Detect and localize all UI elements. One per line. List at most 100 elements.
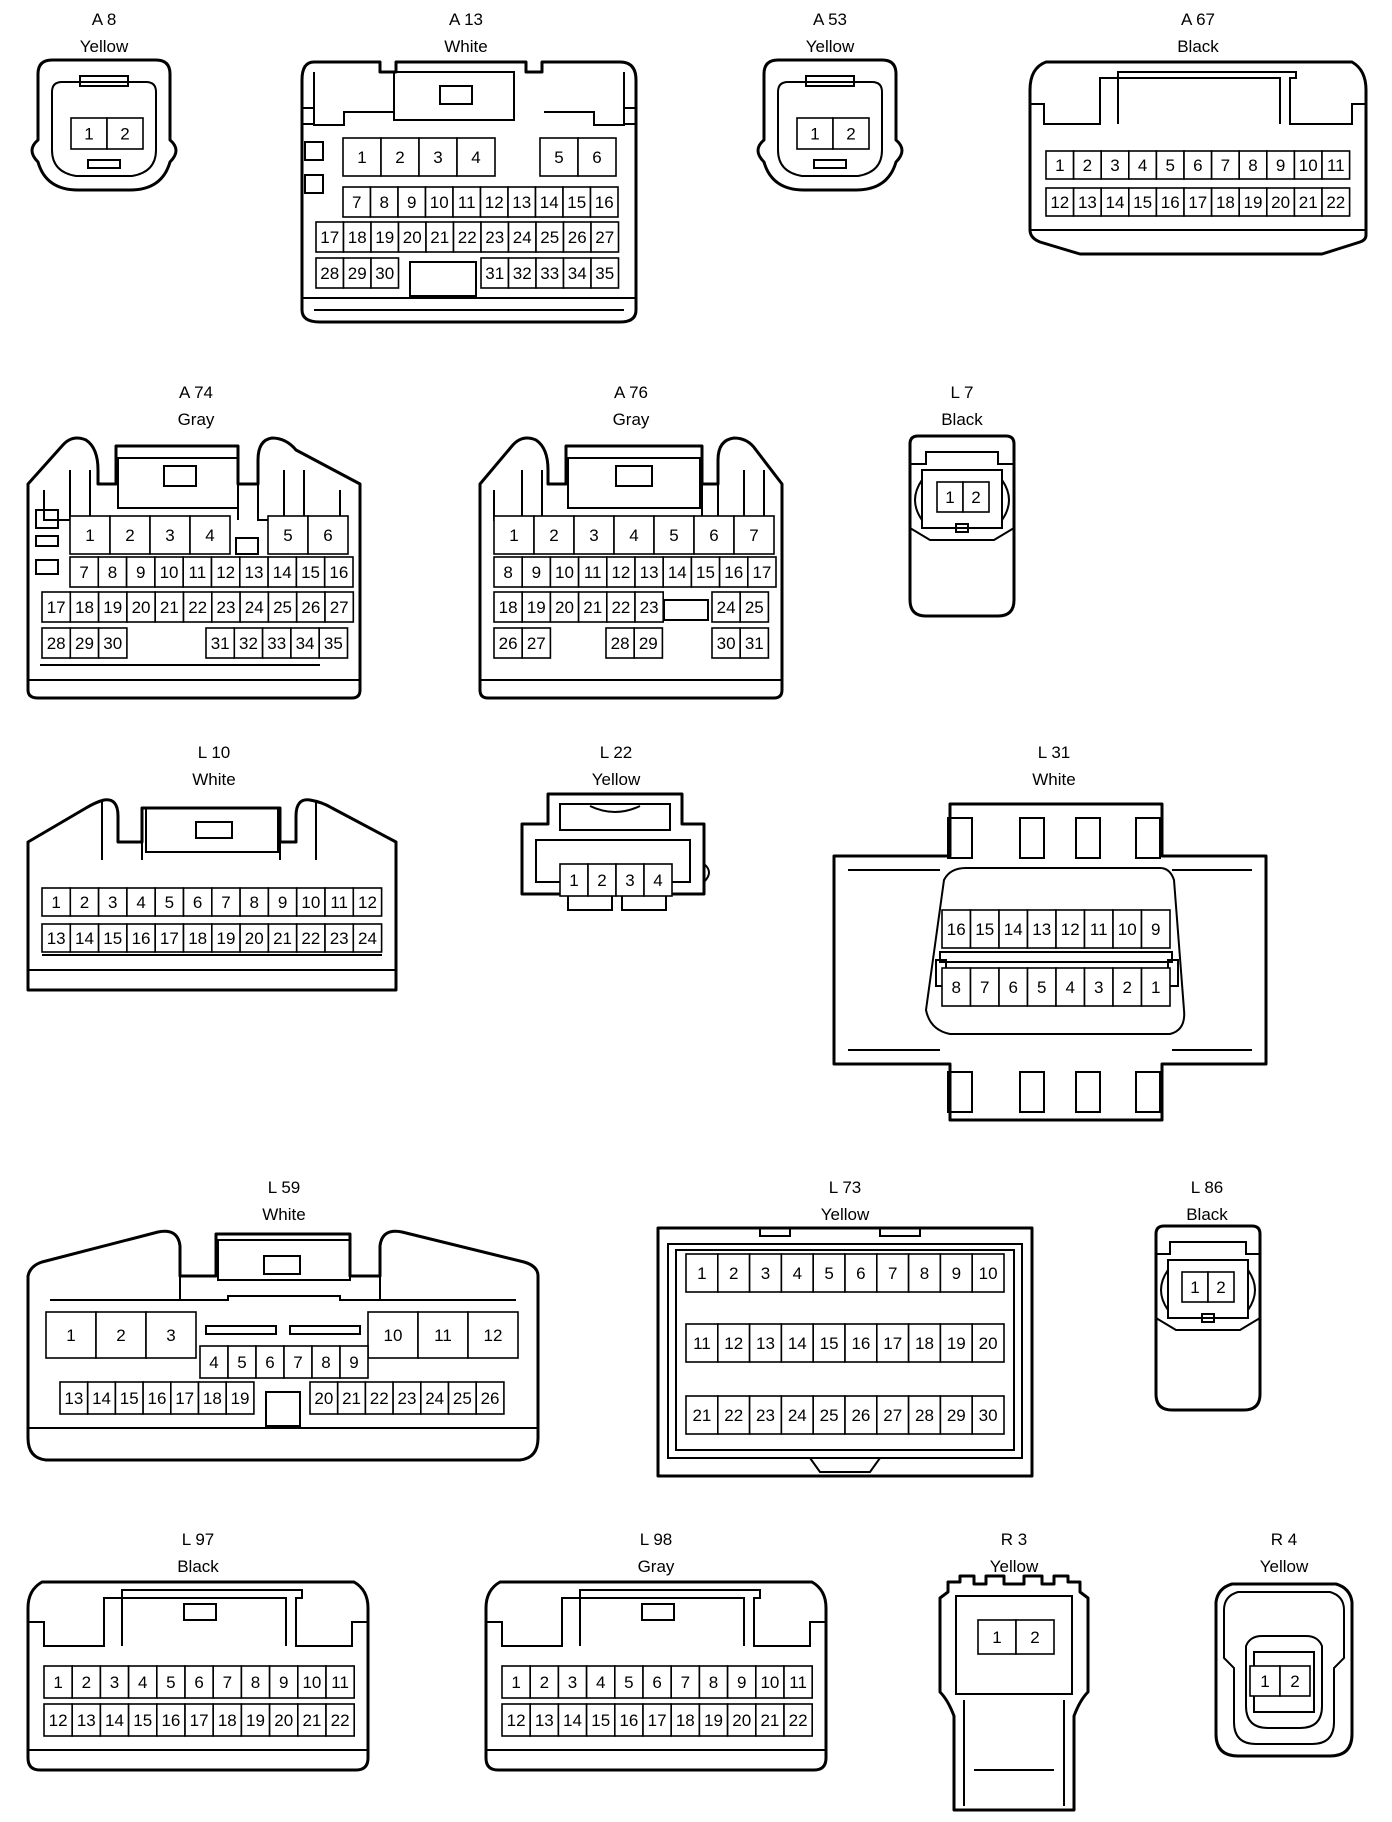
pin-number: 18: [499, 598, 518, 617]
pin-cell: 3: [97, 887, 128, 917]
pin-number: 15: [120, 1389, 139, 1408]
pin-cell: 15: [562, 186, 592, 218]
pin-cell: 2: [71, 1665, 102, 1699]
connector-color: Gray: [178, 410, 215, 429]
pin-number: 9: [278, 893, 287, 912]
pin-cell: 32: [507, 257, 537, 289]
pin-cell: 1: [796, 117, 834, 150]
pin-cell: 15: [127, 1703, 158, 1737]
pin-number: 6: [1009, 978, 1018, 997]
pin-cell: 23: [392, 1381, 422, 1415]
pin-number: 4: [138, 1673, 147, 1692]
pin-number: 1: [84, 125, 93, 144]
pin-cell: 20: [726, 1703, 757, 1737]
pin-cell: 15: [585, 1703, 616, 1737]
pin-number: 13: [1078, 193, 1097, 212]
pin-cell: 7: [1210, 150, 1240, 180]
pin-number: 4: [793, 1264, 802, 1283]
pin-cell: 5: [653, 515, 695, 555]
pin-number: 16: [147, 1389, 166, 1408]
pin-number: 21: [160, 598, 179, 617]
pin-cell: 1: [1140, 967, 1171, 1007]
pin-cell: 10: [1293, 150, 1323, 180]
pin-cell: 12: [479, 186, 509, 218]
pin-cell: 19: [97, 591, 128, 623]
connector-id: L 97: [182, 1530, 214, 1549]
pin-number: 2: [1030, 1628, 1039, 1647]
pin-number: 12: [358, 893, 377, 912]
pin-number: 21: [430, 228, 449, 247]
pin-cell: 7: [211, 887, 241, 917]
pin-cell: 5: [227, 1345, 257, 1379]
pin-number: 15: [975, 920, 994, 939]
pin-number: 2: [82, 1673, 91, 1692]
pin-cell: 15: [1128, 187, 1158, 217]
pin-number: 3: [761, 1264, 770, 1283]
pin-number: 24: [358, 929, 377, 948]
pin-cell: 28: [605, 627, 636, 659]
pin-number: 23: [216, 598, 235, 617]
pin-cell: 27: [590, 221, 620, 253]
pin-cell: 26: [844, 1395, 878, 1435]
pin-cell: 17: [1183, 187, 1213, 217]
pin-cell: 18: [670, 1703, 701, 1737]
pin-cell: 3: [99, 1665, 130, 1699]
pin-number: 3: [108, 893, 117, 912]
pin-cell: 21: [577, 591, 608, 623]
pin-number: 11: [458, 193, 476, 212]
pin-number: 3: [1110, 156, 1119, 175]
pin-number: 9: [407, 193, 416, 212]
pin-cell: 3: [1083, 967, 1114, 1007]
connector-id: L 10: [198, 743, 230, 762]
pin-number: 1: [992, 1628, 1001, 1647]
pin-cell: 25: [812, 1395, 846, 1435]
pin-number: 5: [237, 1353, 246, 1372]
pin-number: 17: [175, 1389, 194, 1408]
pin-cell: 19: [1238, 187, 1268, 217]
pin-number: 10: [555, 563, 574, 582]
pin-cell: 3: [418, 137, 458, 177]
pin-number: 14: [668, 563, 687, 582]
pin-number: 13: [535, 1711, 554, 1730]
pin-number: 28: [915, 1406, 934, 1425]
pin-cell: 10: [754, 1665, 785, 1699]
pin-cell: 26: [562, 221, 592, 253]
pin-number: 17: [752, 563, 771, 582]
pin-cell: 16: [589, 186, 619, 218]
pin-cell: 13: [634, 556, 665, 588]
pin-number: 8: [380, 193, 389, 212]
pin-number: 19: [231, 1389, 250, 1408]
pin-cell: 31: [480, 257, 510, 289]
pin-number: 26: [851, 1406, 870, 1425]
connector-color: Yellow: [80, 37, 129, 56]
pin-number: 17: [648, 1711, 667, 1730]
pin-cell: 2: [69, 887, 100, 917]
pin-cell: 6: [577, 137, 617, 177]
pin-cell: 16: [1155, 187, 1185, 217]
pin-cell: 4: [1128, 150, 1158, 180]
pin-number: 1: [66, 1326, 75, 1345]
pin-cell: 19: [240, 1703, 271, 1737]
pin-number: 13: [64, 1389, 83, 1408]
pin-cell: 17: [154, 923, 185, 953]
pin-cell: 10: [295, 887, 326, 917]
pin-cell: 12: [605, 556, 636, 588]
pin-number: 21: [273, 929, 292, 948]
pin-cell: 11: [325, 1665, 356, 1699]
pin-number: 20: [274, 1711, 293, 1730]
pin-number: 10: [384, 1326, 403, 1345]
pin-cell: 2: [380, 137, 420, 177]
pin-number: 20: [132, 598, 151, 617]
pin-cell: 3: [1100, 150, 1130, 180]
pin-number: 16: [851, 1334, 870, 1353]
pin-number: 5: [624, 1673, 633, 1692]
pin-number: 18: [75, 598, 94, 617]
